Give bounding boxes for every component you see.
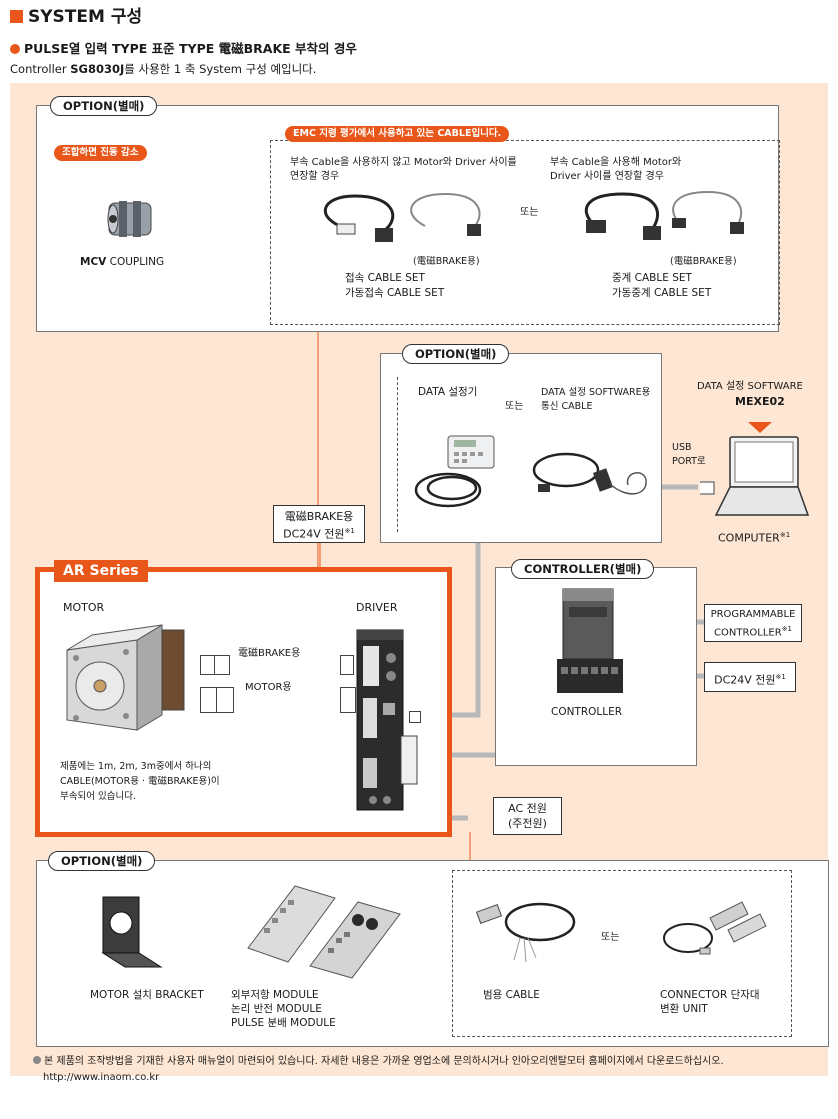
module-label-3: PULSE 분배 MODULE [231,1017,336,1029]
cable-note-2: CABLE(MOTOR용 · 電磁BRAKE용)이 [60,776,220,787]
relay-cable-set-label: 중계 CABLE SET [612,272,692,284]
modules-illustration [247,885,401,979]
data-setter-label: DATA 설정기 [418,386,478,398]
left-cable-desc-2: 연장할 경우 [290,171,340,182]
right-cable-desc-2: Driver 사이를 연장할 경우 [550,171,664,182]
connection-cable-set-label: 접속 CABLE SET [345,272,425,284]
model-name: SG8030J [70,62,125,76]
coupling-label: MCV COUPLING [80,256,165,268]
controller-tab: CONTROLLER(별매) [511,559,655,579]
motor-connector-b [216,687,234,713]
vibration-badge: 조합하면 진동 감소 [54,145,147,161]
software-name: MEXE02 [735,395,785,408]
plc-box: PROGRAMMABLE CONTROLLER※1 [704,604,802,642]
general-cable-illustration [475,902,576,963]
or-label-bottom: 또는 [601,932,620,943]
brake-label-right: (電磁BRAKE용) [670,256,737,267]
connection-cable-illustration [323,192,481,242]
ar-series-tab: AR Series [54,560,148,582]
option-mid-dash [397,377,646,532]
motor-connector-driver [340,687,356,713]
flexible-relay-cable-set-label: 가동중계 CABLE SET [612,287,712,299]
brake-power-box: 電磁BRAKE용 DC24V 전원※1 [273,505,365,543]
cable-note-3: 부속되어 있습니다. [60,791,136,802]
sw-cable-label-2: 통신 CABLE [541,401,593,412]
bracket-illustration [101,896,163,968]
bullet-icon [33,1056,41,1064]
option-top-tab: OPTION(별매) [50,96,158,116]
or-label-mid: 또는 [505,401,524,412]
usb-label-2: PORT로 [672,456,706,467]
brake-cable-label: 電磁BRAKE용 [238,648,301,659]
emc-badge: EMC 지령 평가에서 사용하고 있는 CABLE입니다. [285,126,510,142]
option-bottom-dash [452,870,792,1037]
option-bottom-box [36,860,829,1047]
brake-label-left: (電磁BRAKE용) [413,256,480,267]
brake-connector-b [214,655,230,675]
driver-illustration [356,629,418,811]
coupling-illustration [107,201,152,237]
page-subtitle: PULSE열 입력 TYPE 표준 TYPE 電磁BRAKE 부착의 경우 [10,42,357,55]
option-top-box [36,105,779,332]
motor-cable-label: MOTOR용 [245,682,292,693]
usb-label-1: USB [672,442,692,453]
left-cable-desc-1: 부속 Cable을 사용하지 않고 Motor와 Driver 사이를 [290,157,517,168]
footer-note: 본 제품의 조작방법을 기재한 사용자 매뉴얼이 마련되어 있습니다. 자세한 … [33,1055,724,1068]
brake-connector-driver [340,655,354,675]
module-label-2: 논리 반전 MODULE [231,1003,322,1015]
flexible-connection-cable-set-label: 가동접속 CABLE SET [345,287,445,299]
down-arrow-icon [748,422,772,433]
connector-unit-label-1: CONNECTOR 단자대 [660,989,760,1001]
or-label-top: 또는 [520,207,539,218]
emc-cable-region [270,140,780,325]
driver-label: DRIVER [356,601,398,614]
page-description: Controller SG8030J를 사용한 1 축 System 구성 예입… [10,62,317,76]
laptop-illustration [700,436,810,516]
option-bottom-tab: OPTION(별매) [48,851,156,871]
motor-label: MOTOR [63,601,105,614]
footer-url[interactable]: http://www.inaom.co.kr [43,1072,160,1083]
general-cable-label: 범용 CABLE [483,989,540,1001]
ac-power-box: AC 전원 (주전원) [493,797,562,835]
right-cable-desc-1: 부속 Cable을 사용해 Motor와 [550,157,682,168]
relay-cable-illustration [584,190,744,240]
title-square-icon [10,10,23,23]
motor-illustration [66,624,185,731]
dc24-box: DC24V 전원※1 [704,662,796,692]
sw-cable-label-1: DATA 설정 SOFTWARE용 [541,387,651,398]
bullet-icon [10,44,20,54]
connector-unit-illustration [663,901,767,955]
option-mid-box [380,353,662,543]
option-mid-tab: OPTION(별매) [402,344,510,364]
computer-label: COMPUTER※1 [718,531,791,545]
driver-io-connector [409,711,421,723]
page-title: SYSTEM 구성 [10,6,142,28]
module-label-1: 외부저항 MODULE [231,989,319,1001]
connector-unit-label-2: 변환 UNIT [660,1003,708,1015]
data-setter-illustration [414,435,495,508]
comm-cable-illustration [532,452,647,495]
controller-illustration [557,588,623,693]
controller-label: CONTROLLER [551,706,623,718]
cable-note-1: 제품에는 1m, 2m, 3m중에서 하나의 [60,761,212,772]
software-label: DATA 설정 SOFTWARE [697,381,803,392]
bracket-label: MOTOR 설치 BRACKET [90,989,204,1001]
